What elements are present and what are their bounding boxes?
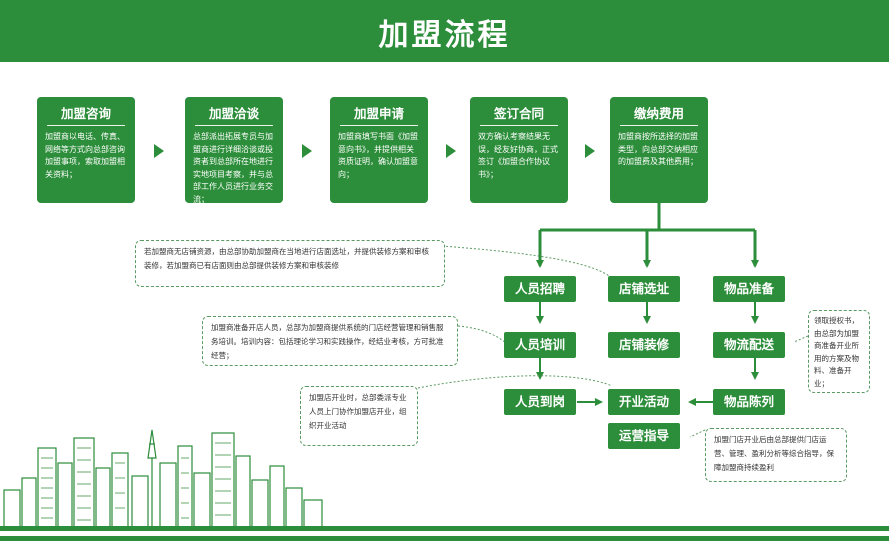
step-negotiate: 加盟洽谈 总部派出拓展专员与加盟商进行详细洽谈或投资者到总部所在地进行实地项目考… (185, 97, 283, 203)
node-onboard: 人员到岗 (504, 389, 576, 415)
note-site: 若加盟商无店铺资源，由总部协助加盟商在当地进行店面选址，并提供装修方案和审核装修… (135, 240, 445, 287)
step-fee: 缴纳费用 加盟商按所选择的加盟类型，向总部交纳相应的加盟费及其他费用； (610, 97, 708, 203)
step-title: 加盟咨询 (47, 103, 125, 126)
step-desc: 双方确认考察结果无误，经友好协商，正式签订《加盟合作协议书》； (478, 132, 558, 179)
note-opening: 加盟店开业时，总部委派专业人员上门协作加盟店开业，组织开业活动 (300, 386, 418, 446)
chevron-right-icon (296, 144, 312, 158)
step-desc: 总部派出拓展专员与加盟商进行详细洽谈或投资者到总部所在地进行实地项目考察，并与总… (193, 132, 273, 203)
step-title: 缴纳费用 (620, 103, 698, 126)
node-decoration: 店铺装修 (608, 332, 680, 358)
step-desc: 加盟商填写书面《加盟意向书》，并提供相关资质证明，确认加盟意向； (338, 132, 418, 179)
chevron-right-icon (579, 144, 595, 158)
node-site-selection: 店铺选址 (608, 276, 680, 302)
note-leader-line (417, 375, 613, 389)
node-logistics: 物流配送 (713, 332, 785, 358)
node-opening: 开业活动 (608, 389, 680, 415)
node-training: 人员培训 (504, 332, 576, 358)
step-desc: 加盟商以电话、传真、网络等方式向总部咨询加盟事项，索取加盟相关资料； (45, 132, 125, 179)
note-leader-line (457, 325, 507, 344)
note-guidance: 加盟门店开业后由总部提供门店运营、管理、盈利分析等综合指导，保障加盟商持续盈利 (705, 428, 847, 482)
step-title: 加盟洽谈 (195, 103, 273, 126)
note-leader-line (441, 245, 613, 279)
step-desc: 加盟商按所选择的加盟类型，向总部交纳相应的加盟费及其他费用； (618, 132, 698, 166)
city-skyline-illustration (3, 429, 323, 530)
node-display: 物品陈列 (713, 389, 785, 415)
footer-band (0, 536, 889, 541)
step-apply: 加盟申请 加盟商填写书面《加盟意向书》，并提供相关资质证明，确认加盟意向； (330, 97, 428, 203)
node-guidance: 运营指导 (608, 423, 680, 449)
step-consult: 加盟咨询 加盟商以电话、传真、网络等方式向总部咨询加盟事项，索取加盟相关资料； (37, 97, 135, 203)
page-title: 加盟流程 (378, 18, 511, 53)
note-training: 加盟商准备开店人员，总部为加盟商提供系统的门店经营管理和销售服务培训。培训内容：… (202, 316, 458, 366)
chevron-right-icon (440, 144, 456, 158)
chevron-right-icon (148, 144, 164, 158)
header-banner: 加盟流程 (0, 0, 889, 62)
footer-band (0, 526, 889, 531)
step-contract: 签订合同 双方确认考察结果无误，经友好协商，正式签订《加盟合作协议书》； (470, 97, 568, 203)
step-title: 加盟申请 (340, 103, 418, 126)
note-logistics: 领取授权书，由总部为加盟商准备开业所用的方案及物料、准备开业； (808, 310, 870, 393)
note-leader-line (793, 335, 809, 343)
step-title: 签订合同 (480, 103, 558, 126)
node-goods-prep: 物品准备 (713, 276, 785, 302)
node-recruit: 人员招聘 (504, 276, 576, 302)
note-leader-line (689, 429, 706, 438)
